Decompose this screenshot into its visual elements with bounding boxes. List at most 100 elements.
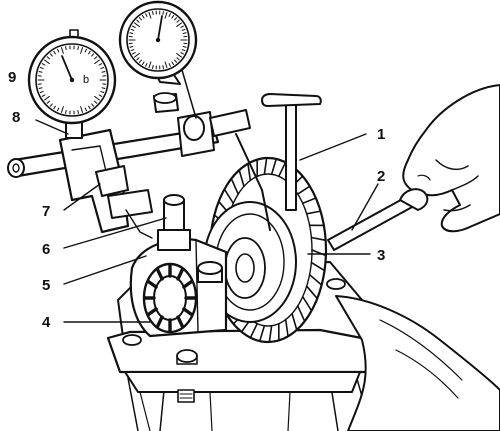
dial-ticks-left bbox=[37, 45, 107, 115]
callout-3: 3 bbox=[377, 247, 385, 264]
dial-tick bbox=[176, 22, 182, 27]
dial-needle-left bbox=[61, 55, 73, 81]
housing-bolt bbox=[176, 349, 198, 365]
dial-tick bbox=[53, 105, 56, 110]
indicator-post bbox=[157, 194, 191, 251]
dial-tick bbox=[43, 95, 50, 101]
dial-tick bbox=[65, 46, 67, 51]
dial-tick bbox=[168, 13, 171, 17]
dial-tick bbox=[164, 11, 168, 19]
dial-indicator-left: b bbox=[27, 29, 117, 139]
dial-tick bbox=[171, 61, 175, 65]
ring-gear-tooth bbox=[238, 169, 245, 188]
dial-tick bbox=[88, 50, 91, 55]
dial-tick bbox=[94, 59, 101, 65]
dial-tick bbox=[57, 48, 60, 53]
ring-gear-tooth bbox=[223, 188, 235, 205]
leader-lines bbox=[35, 119, 379, 323]
dial-tick bbox=[132, 25, 136, 28]
adjuster-nut-lug bbox=[182, 307, 194, 317]
dial-tick bbox=[152, 65, 154, 69]
dial-tick bbox=[182, 32, 187, 35]
dial-tick bbox=[139, 59, 142, 63]
t-handle-tool bbox=[261, 93, 322, 211]
callout-6: 6 bbox=[42, 241, 50, 258]
ring-gear-tooth bbox=[297, 305, 306, 323]
dial-tick bbox=[88, 105, 91, 110]
ring-gear-tooth bbox=[284, 318, 289, 338]
dial-tick bbox=[176, 53, 182, 58]
housing-stud bbox=[177, 389, 195, 403]
adjuster-nut-lug bbox=[176, 267, 185, 281]
dial-tick bbox=[41, 63, 46, 66]
dial-tick bbox=[134, 53, 140, 58]
ring-gear-tooth bbox=[270, 158, 278, 176]
dial-tick bbox=[80, 47, 84, 54]
ring-gear-tooth bbox=[247, 162, 252, 182]
ring-gear-tooth bbox=[305, 285, 319, 300]
callout-7: 7 bbox=[42, 203, 50, 220]
dial-tick bbox=[53, 50, 56, 55]
ring-gear-tooth bbox=[301, 197, 317, 205]
callout-1: 1 bbox=[377, 126, 385, 143]
housing-bolt-left bbox=[122, 334, 142, 346]
ring-gear-tooth bbox=[297, 185, 311, 195]
dial-tick bbox=[145, 63, 148, 67]
dial-tick bbox=[130, 49, 135, 52]
dial-tick bbox=[182, 45, 187, 48]
dial-tick bbox=[130, 28, 135, 31]
dial-tick bbox=[91, 103, 95, 107]
ring-gear-tooth bbox=[249, 322, 258, 339]
callout-2: 2 bbox=[377, 168, 385, 185]
dial-tick bbox=[46, 56, 50, 60]
dial-tick bbox=[152, 11, 154, 15]
dial-tick bbox=[60, 47, 64, 54]
dial-tick bbox=[168, 63, 171, 67]
dial-tick bbox=[38, 71, 43, 73]
dial-tick bbox=[41, 94, 46, 97]
ring-gear-tooth bbox=[263, 157, 268, 176]
adjuster-nut-lugs bbox=[143, 263, 197, 333]
ring-gear-tooth bbox=[310, 236, 327, 242]
dial-tick bbox=[100, 90, 105, 94]
dial-tick bbox=[84, 107, 87, 112]
dial-tick bbox=[145, 13, 148, 17]
callout-8: 8 bbox=[12, 109, 20, 126]
dial-tick bbox=[91, 53, 95, 57]
mechanic-sleeve bbox=[335, 295, 500, 431]
dial-tick bbox=[174, 17, 177, 21]
dial-tick bbox=[57, 107, 60, 112]
adjuster-nut-lug bbox=[182, 279, 194, 289]
dial-tick bbox=[164, 61, 168, 69]
ring-gear-tooth bbox=[278, 161, 287, 178]
dial-tick bbox=[101, 87, 106, 89]
dial-tick bbox=[77, 109, 79, 114]
dial-tick bbox=[101, 71, 106, 73]
dial-tick bbox=[100, 66, 105, 70]
adjuster-nut-lug bbox=[176, 315, 185, 329]
dial-tick bbox=[46, 100, 50, 104]
dial-tick bbox=[180, 25, 184, 28]
dial-tick bbox=[60, 106, 64, 113]
dial-tick bbox=[84, 48, 87, 53]
dial-tick bbox=[77, 46, 79, 51]
dial-tick bbox=[49, 103, 53, 107]
housing-bolt-right bbox=[326, 278, 346, 290]
adjuster-nut bbox=[142, 262, 198, 334]
callout-9: 9 bbox=[8, 69, 16, 86]
dial-tick bbox=[139, 17, 142, 21]
dial-tick bbox=[141, 15, 145, 19]
dial-tick bbox=[94, 100, 98, 104]
dial-tick bbox=[148, 11, 152, 19]
dial-tick bbox=[171, 15, 175, 19]
adjuster-nut-lug bbox=[155, 315, 164, 329]
dial-tick bbox=[80, 106, 84, 113]
dial-tick bbox=[162, 11, 164, 15]
indicator-clamp-right bbox=[153, 69, 271, 231]
ring-gear-tooth bbox=[305, 210, 322, 215]
adjuster-nut-lug bbox=[155, 267, 164, 281]
dial-tick bbox=[38, 87, 43, 89]
ring-gear-tooth bbox=[308, 273, 323, 286]
dial-tick bbox=[98, 63, 103, 66]
